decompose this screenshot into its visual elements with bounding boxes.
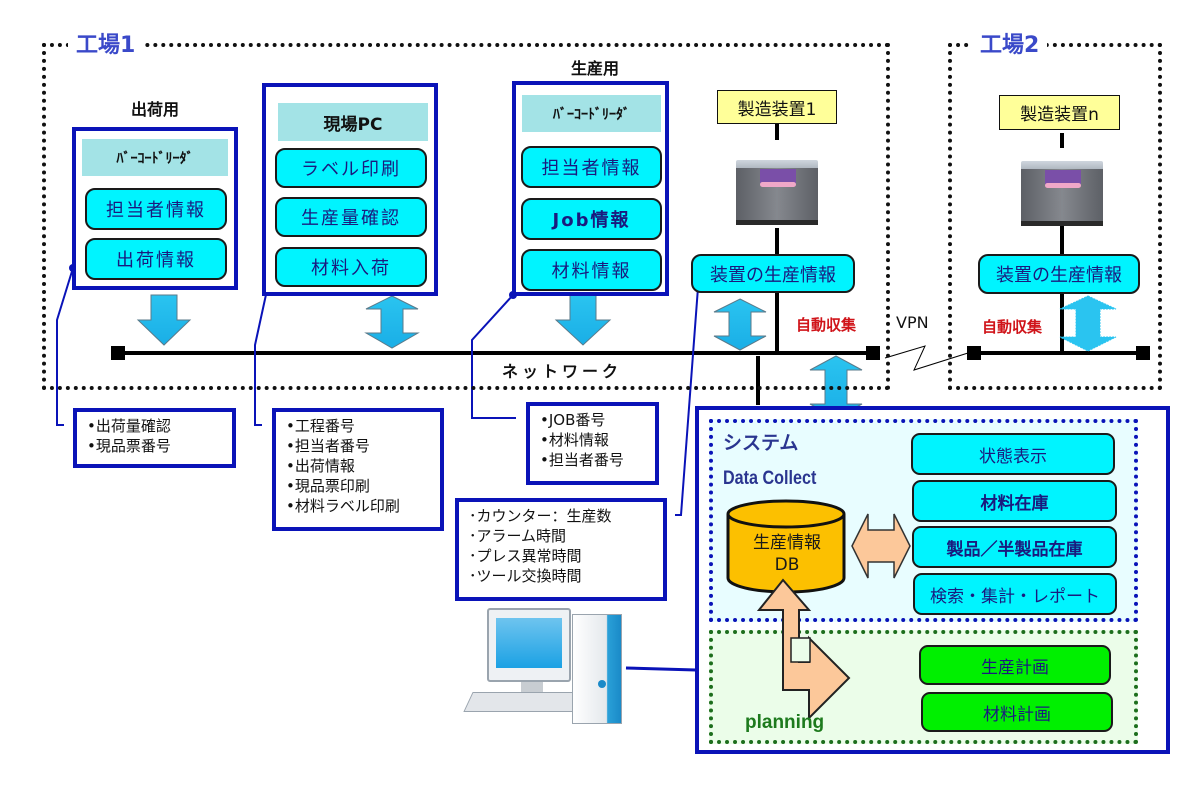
- network-label: ネットワーク: [502, 362, 623, 381]
- function-search-report[interactable]: 検索・集計・レポート: [913, 573, 1117, 615]
- production-barcode-reader: ﾊﾞｰｺｰﾄﾞﾘｰﾀﾞ 担当者情報 Job情報 材料情報: [512, 81, 669, 296]
- db-planning-arrow: [756, 578, 851, 720]
- arrow-both-machine1: [713, 298, 767, 351]
- production-item-material-info[interactable]: 材料情報: [521, 249, 662, 291]
- production-note: •JOB番号 •材料情報 •担当者番号: [526, 402, 659, 485]
- shipping-item-shipment-info[interactable]: 出荷情報: [85, 238, 227, 280]
- factory2-title: 工場2: [972, 34, 1048, 58]
- machine1-auto-collect-label: 自動収集: [796, 316, 857, 334]
- factory2-boundary: [948, 43, 1162, 390]
- system-title: システム: [723, 432, 799, 454]
- machine1-device-icon: [736, 160, 818, 226]
- production-group-label: 生産用: [570, 59, 619, 78]
- shipping-note: •出荷量確認 •現品票番号: [73, 408, 236, 468]
- data-collect-title: Data Collect: [723, 468, 817, 489]
- arrow-both-machine-n: [1059, 295, 1117, 352]
- db-functions-arrow: [851, 513, 911, 579]
- site-pc-note: •工程番号 •担当者番号 •出荷情報 •現品票印刷 •材料ラベル印刷: [272, 408, 444, 531]
- site-pc-item-label-print[interactable]: ラベル印刷: [275, 148, 427, 188]
- machine1-production-info[interactable]: 装置の生産情報: [691, 254, 855, 293]
- site-pc-item-material-receipt[interactable]: 材料入荷: [275, 247, 427, 287]
- function-material-inventory[interactable]: 材料在庫: [912, 480, 1117, 522]
- machine1-label: 製造装置1: [717, 90, 837, 124]
- shipping-group-label: 出荷用: [130, 100, 179, 119]
- computer-icon: [463, 600, 628, 725]
- network-terminal-right: [866, 346, 880, 360]
- function-product-inventory[interactable]: 製品／半製品在庫: [912, 526, 1117, 568]
- db-label-line2: DB: [774, 555, 800, 575]
- function-status-display[interactable]: 状態表示: [911, 433, 1115, 475]
- machine-n-auto-collect-label: 自動収集: [982, 318, 1043, 336]
- vpn-label: VPN: [896, 313, 929, 332]
- shipping-item-staff-info[interactable]: 担当者情報: [85, 188, 227, 230]
- arrow-both-sitepc: [364, 295, 420, 349]
- machine-n-label: 製造装置n: [999, 95, 1120, 130]
- planning-title: planning: [745, 712, 825, 733]
- production-item-job-info[interactable]: Job情報: [521, 198, 662, 240]
- shipping-reader-header: ﾊﾞｰｺｰﾄﾞﾘｰﾀﾞ: [82, 139, 228, 176]
- production-db-icon: [726, 499, 846, 594]
- shipping-barcode-reader: ﾊﾞｰｺｰﾄﾞﾘｰﾀﾞ 担当者情報 出荷情報: [72, 127, 238, 290]
- system-box: システム Data Collect 生産情報 DB 状態表示 材料在庫 製品／半…: [695, 406, 1170, 754]
- site-pc-header: 現場PC: [278, 103, 428, 141]
- production-item-staff-info[interactable]: 担当者情報: [521, 146, 662, 188]
- network-terminal-left: [111, 346, 125, 360]
- machine-n-production-info[interactable]: 装置の生産情報: [978, 254, 1140, 294]
- machine-data-note: ･カウンター：生産数 ･アラーム時間 ･プレス異常時間 ･ツール交換時間: [455, 498, 667, 601]
- production-reader-header: ﾊﾞｰｺｰﾄﾞﾘｰﾀﾞ: [522, 95, 661, 132]
- factory1-title: 工場1: [68, 34, 144, 58]
- site-pc-box: 現場PC ラベル印刷 生産量確認 材料入荷: [262, 83, 438, 296]
- factory1-boundary: [42, 43, 890, 390]
- machine-n-device-icon: [1021, 161, 1103, 227]
- arrow-down-shipping: [136, 294, 192, 346]
- planning-production-plan[interactable]: 生産計画: [919, 645, 1111, 685]
- planning-material-plan[interactable]: 材料計画: [921, 692, 1113, 732]
- arrow-down-production: [554, 294, 612, 346]
- site-pc-item-production-check[interactable]: 生産量確認: [275, 197, 427, 237]
- db-label-line1: 生産情報: [753, 533, 821, 553]
- vpn-link: [884, 345, 969, 371]
- db-label: 生産情報 DB: [725, 532, 849, 576]
